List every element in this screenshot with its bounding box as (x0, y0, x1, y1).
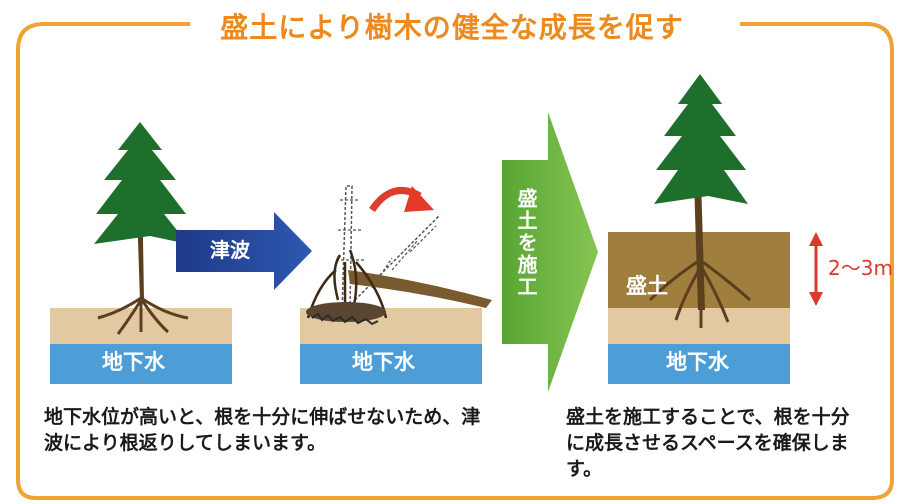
left-groundwater-label: 地下水 (102, 350, 165, 374)
fallen-tree-icon (306, 185, 492, 326)
frame-border (16, 22, 894, 500)
right-groundwater-layer (608, 344, 790, 384)
middle-groundwater-layer (300, 344, 482, 384)
height-measure-arrow (809, 232, 823, 306)
left-tree-icon (94, 122, 189, 335)
construction-arrow (502, 112, 598, 392)
construction-label: 盛土を施工 (514, 188, 538, 298)
left-caption: 地下水位が高いと、根を十分に伸ばせないため、津波により根返りしてしまいます。 (44, 406, 481, 454)
right-groundwater-label: 地下水 (666, 350, 729, 374)
middle-groundwater-label: 地下水 (352, 350, 415, 374)
height-label: 2〜3m (828, 256, 893, 280)
tsunami-arrow (176, 212, 312, 290)
right-soil-layer (608, 308, 790, 344)
tsunami-label: 津波 (210, 238, 250, 262)
right-tree-icon (648, 74, 752, 328)
left-groundwater-layer (50, 344, 232, 384)
right-caption: 盛土を施工することで、根を十分に成長させるスペースを確保します。 (566, 406, 850, 480)
diagram-title: 盛土により樹木の健全な成長を促す (220, 11, 684, 44)
fill-label: 盛土 (626, 274, 668, 298)
falling-motion-arrowhead (404, 186, 434, 212)
